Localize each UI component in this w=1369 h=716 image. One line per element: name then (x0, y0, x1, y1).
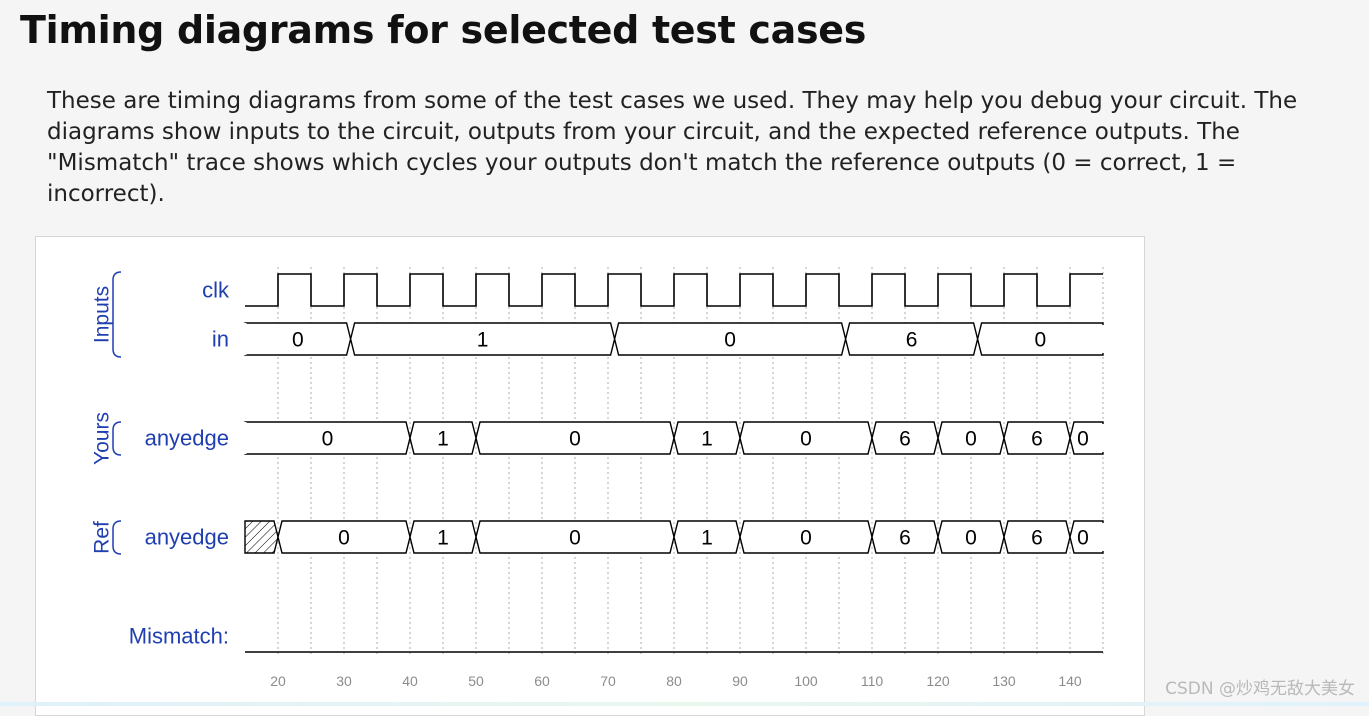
time-tick-label: 60 (534, 673, 550, 689)
group-label-inputs: Inputs (91, 286, 114, 343)
bus-value-label: 1 (701, 428, 713, 451)
bus-value-label: 6 (899, 428, 911, 451)
bus-value-label: 0 (965, 428, 977, 451)
bus-value-label: 0 (338, 527, 350, 550)
bus-value-label: 6 (906, 329, 918, 352)
bus-value-label: 0 (1077, 527, 1089, 550)
watermark: CSDN @炒鸡无敌大美女 (1165, 679, 1355, 699)
time-tick-label: 90 (732, 673, 748, 689)
time-tick-label: 100 (794, 673, 818, 689)
time-tick-label: 110 (861, 673, 884, 689)
bus-value-label: 0 (965, 527, 977, 550)
bus-value-label: 6 (1031, 428, 1043, 451)
bus-value-label: 0 (1077, 428, 1089, 451)
time-tick-label: 80 (666, 673, 682, 689)
bus-value-label: 0 (569, 428, 581, 451)
bus-value-label: 1 (437, 428, 449, 451)
bus-value-label: 0 (322, 428, 334, 451)
bus-segment-undefined (244, 520, 279, 554)
bus-value-label: 1 (701, 527, 713, 550)
bus-value-label: 1 (437, 527, 449, 550)
time-tick-label: 130 (992, 673, 1016, 689)
time-tick-label: 140 (1058, 673, 1082, 689)
time-tick-label: 30 (336, 673, 352, 689)
time-tick-label: 40 (402, 673, 418, 689)
time-tick-label: 120 (926, 673, 950, 689)
bus-value-label: 0 (800, 527, 812, 550)
signal-label: anyedge (145, 426, 229, 451)
signal-label: anyedge (145, 525, 229, 550)
group-brace (112, 271, 122, 358)
bus-value-label: 0 (724, 329, 736, 352)
bus-value-label: 1 (477, 329, 489, 352)
intro-paragraph: These are timing diagrams from some of t… (47, 88, 1298, 207)
signal-label: Mismatch: (129, 624, 229, 649)
bus-value-label: 0 (800, 428, 812, 451)
bus-value-label: 0 (569, 527, 581, 550)
bus-value-label: 6 (1031, 527, 1043, 550)
bus-value-label: 6 (899, 527, 911, 550)
signal-label: clk (202, 278, 230, 303)
bottom-strip (0, 702, 1369, 706)
group-brace (112, 520, 122, 555)
time-tick-label: 20 (270, 673, 286, 689)
time-tick-label: 70 (600, 673, 616, 689)
group-label-ref: Ref (91, 521, 114, 554)
group-label-yours: Yours (91, 412, 114, 465)
time-tick-label: 50 (468, 673, 484, 689)
bus-value-label: 0 (292, 329, 304, 352)
group-brace (112, 421, 122, 456)
bus-value-label: 0 (1034, 329, 1046, 352)
signal-label: in (212, 327, 229, 352)
page-title: Timing diagrams for selected test cases (20, 8, 867, 52)
clk-waveform (245, 273, 1103, 307)
